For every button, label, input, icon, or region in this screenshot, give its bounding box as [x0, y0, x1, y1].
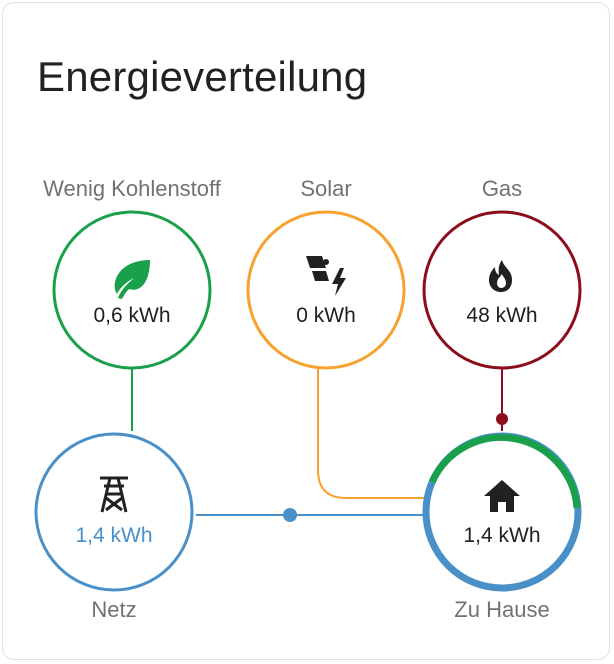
card-title: Energieverteilung [37, 53, 368, 100]
solar-value: 0 kWh [296, 304, 356, 327]
low-carbon-label: Wenig Kohlenstoff [43, 176, 221, 201]
low-carbon-node[interactable] [52, 210, 212, 370]
leaf-icon [114, 260, 150, 299]
grid-value: 1,4 kWh [75, 524, 153, 547]
transmission-tower-icon [100, 476, 128, 513]
solar-node[interactable] [246, 210, 406, 370]
solar-label: Solar [300, 176, 352, 201]
flow-gas-dot [496, 413, 508, 425]
home-value: 1,4 kWh [463, 524, 541, 547]
fire-icon [489, 260, 512, 292]
home-ring-green-segment [428, 433, 581, 509]
flow-solar-to-home [317, 369, 424, 499]
solar-power-icon [306, 256, 346, 296]
gas-label: Gas [481, 176, 523, 201]
home-label: Zu Hause [454, 597, 550, 622]
gas-value: 48 kWh [466, 304, 538, 327]
grid-label: Netz [91, 597, 137, 622]
home-icon [484, 480, 520, 512]
low-carbon-value: 0,6 kWh [93, 304, 171, 327]
flow-grid-dot [283, 508, 297, 522]
grid-node[interactable] [34, 432, 194, 592]
